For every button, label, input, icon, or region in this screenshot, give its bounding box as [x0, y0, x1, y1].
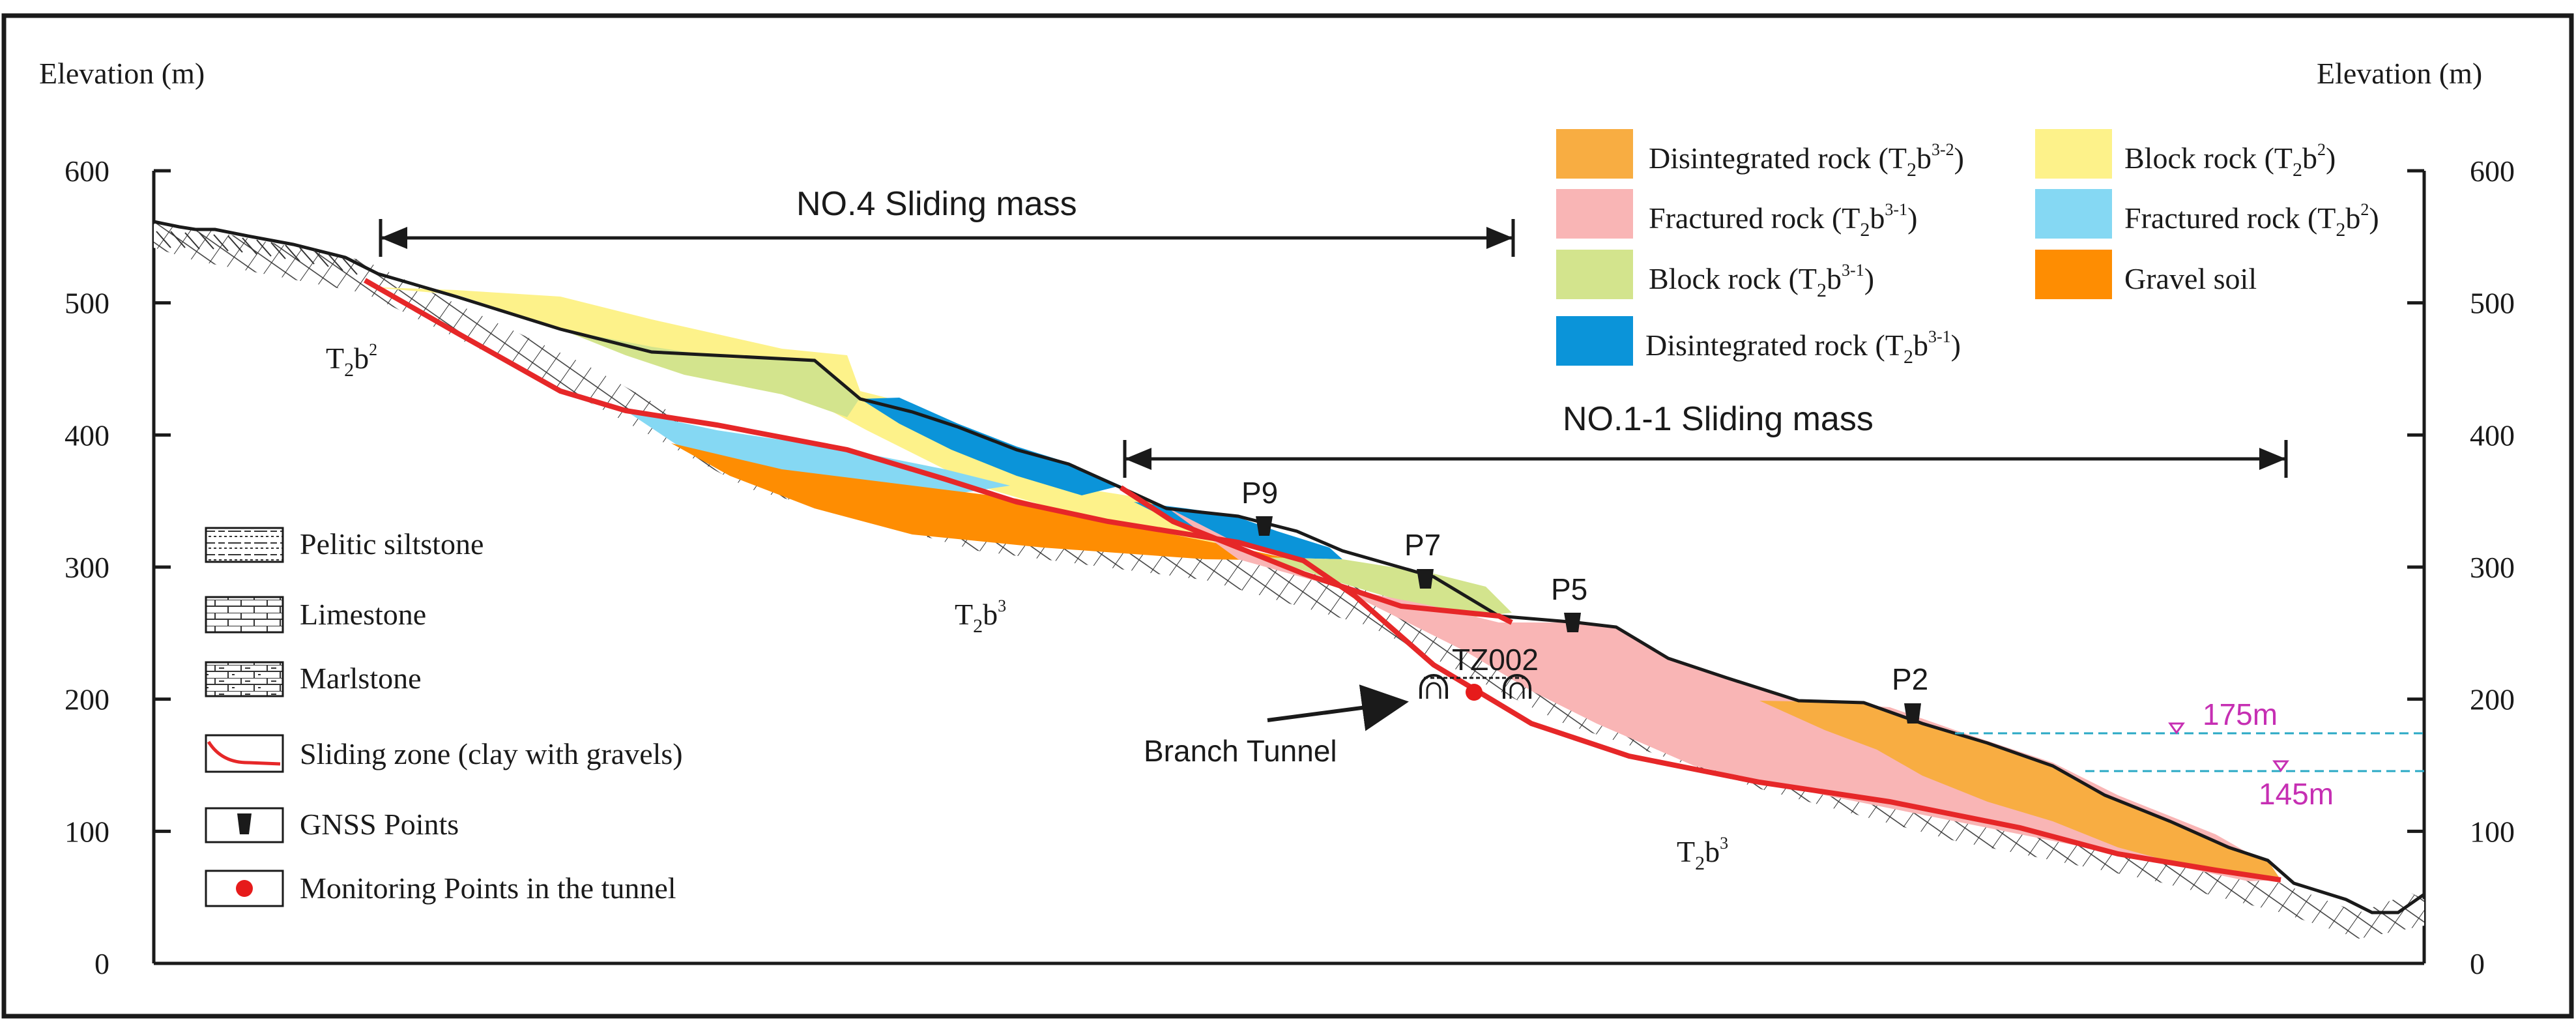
legend-marlstone: Marlstone [205, 661, 422, 697]
layer-block-rock-t2b3-1-lower [1264, 557, 1512, 618]
layer-disintegrated-rock-t2b3-1-lower [1134, 502, 1342, 559]
legend-sliding-zone: Sliding zone (clay with gravels) [205, 734, 683, 773]
svg-text:Disintegrated rock (T2b3-2): Disintegrated rock (T2b3-2) [1649, 140, 1964, 181]
legend-item-block-rock-t2b2: Block rock (T2b2) [2035, 129, 2336, 181]
legend-top: Disintegrated rock (T2b3-2) Block rock (… [1556, 129, 2379, 368]
stratum-label-t2b3-left: T2b3 [955, 596, 1006, 637]
left-axis-tick-label: 300 [65, 551, 109, 584]
legend-item-fractured-rock-t2b3-1: Fractured rock (T2b3-1) [1556, 189, 1917, 241]
gnss-point-p9: P9 [1241, 476, 1278, 536]
bedrock-band [154, 222, 2424, 939]
no11-sliding-mass-label: NO.1-1 Sliding mass [1563, 400, 1874, 438]
water-level-175: 175m [1955, 697, 2424, 735]
layer-gravel-soil [671, 443, 1297, 561]
legend-item-disintegrated-rock-t2b3-1: Disintegrated rock (T2b3-1) [1556, 316, 1961, 368]
svg-text:T2b3: T2b3 [1677, 834, 1728, 874]
svg-text:T2b2: T2b2 [326, 340, 377, 381]
svg-text:Gravel soil: Gravel soil [2124, 262, 2257, 295]
tz002-label: TZ002 [1452, 643, 1539, 677]
legend-monitoring-points: Monitoring Points in the tunnel [205, 870, 676, 907]
svg-text:Fractured rock (T2b3-1): Fractured rock (T2b3-1) [1649, 200, 1917, 241]
svg-text:Block rock (T2b3-1): Block rock (T2b3-1) [1649, 261, 1874, 301]
layer-block-rock-t2b2 [365, 287, 1238, 554]
legend-left: Pelitic siltstone Limestone Marlstone Sl… [205, 527, 683, 907]
layer-block-rock-t2b3-1-upper [560, 329, 860, 417]
right-axis-tick-label: 400 [2470, 418, 2515, 452]
figure-frame [1, 13, 2574, 1019]
svg-text:Sliding zone (clay with gravel: Sliding zone (clay with gravels) [300, 737, 683, 770]
left-axis-tick-label: 400 [65, 418, 109, 452]
svg-text:P7: P7 [1404, 528, 1441, 562]
svg-text:P2: P2 [1892, 662, 1928, 696]
branch-tunnel-arrow [1267, 684, 1409, 731]
left-axis-tick-label: 200 [65, 683, 109, 716]
svg-text:Fractured rock (T2b2): Fractured rock (T2b2) [2124, 200, 2379, 241]
branch-tunnel-label: Branch Tunnel [1144, 734, 1337, 768]
svg-text:Block rock (T2b2): Block rock (T2b2) [2124, 140, 2336, 181]
stratum-label-t2b2: T2b2 [326, 340, 377, 381]
svg-text:Marlstone: Marlstone [300, 662, 422, 695]
left-axis-title: Elevation (m) [39, 57, 205, 90]
right-axis-tick-label: 200 [2470, 683, 2515, 716]
gnss-point-p5: P5 [1551, 572, 1587, 632]
sliding-zone-no4 [364, 278, 2281, 883]
layer-disintegrated-rock-t2b3-1-upper [860, 398, 1121, 495]
legend-pelitic-siltstone: Pelitic siltstone [205, 527, 484, 563]
water-level-145: 145m [2085, 760, 2424, 811]
left-axis-tick-label: 500 [65, 287, 109, 320]
left-axis-tick-label: 0 [94, 947, 109, 980]
svg-text:Disintegrated rock (T2b3-1): Disintegrated rock (T2b3-1) [1645, 327, 1961, 368]
right-axis-tick-label: 300 [2470, 551, 2515, 584]
ground-surface [153, 220, 2425, 914]
legend-gnss-points: GNSS Points [205, 807, 459, 843]
legend-item-gravel-soil: Gravel soil [2035, 250, 2257, 299]
svg-text:P9: P9 [1241, 476, 1278, 510]
svg-text:Pelitic siltstone: Pelitic siltstone [300, 527, 484, 561]
left-axis-tick-label: 100 [65, 815, 109, 848]
gnss-point-p2: P2 [1892, 662, 1928, 724]
monitoring-point-tz002 [1466, 684, 1483, 701]
legend-item-block-rock-t2b3-1: Block rock (T2b3-1) [1556, 250, 1874, 301]
layer-fractured-rock-t2b2 [626, 411, 1010, 495]
no11-sliding-mass-span [1123, 440, 2288, 478]
left-axis: 0 100 200 300 400 500 600 [65, 154, 171, 980]
right-axis-tick-label: 500 [2470, 287, 2515, 320]
gnss-point-p7: P7 [1404, 528, 1441, 589]
right-axis-tick-label: 600 [2470, 154, 2515, 188]
outcrop-hatching-left [156, 231, 358, 275]
branch-tunnel [1419, 674, 1531, 699]
right-axis: 0 100 200 300 400 500 600 [2407, 154, 2515, 980]
left-axis-tick-label: 600 [65, 154, 109, 188]
legend-limestone: Limestone [205, 596, 426, 634]
legend-item-disintegrated-rock-t2b3-2: Disintegrated rock (T2b3-2) [1556, 129, 1964, 181]
layer-disintegrated-rock-t2b3-2 [1759, 701, 2281, 880]
svg-text:Limestone: Limestone [300, 598, 426, 631]
svg-text:145m: 145m [2259, 777, 2334, 811]
right-axis-title: Elevation (m) [2317, 57, 2482, 90]
svg-text:GNSS Points: GNSS Points [300, 808, 459, 841]
svg-text:P5: P5 [1551, 572, 1587, 606]
no4-sliding-mass-span [379, 219, 1515, 257]
sliding-zone-no11 [1119, 485, 1513, 625]
svg-text:T2b3: T2b3 [955, 596, 1006, 637]
stratum-label-t2b3-right: T2b3 [1677, 834, 1728, 874]
svg-text:Monitoring Points in the tunne: Monitoring Points in the tunnel [300, 871, 676, 905]
right-axis-tick-label: 0 [2470, 947, 2485, 980]
no4-sliding-mass-label: NO.4 Sliding mass [796, 185, 1077, 223]
legend-item-fractured-rock-t2b2: Fractured rock (T2b2) [2035, 189, 2379, 241]
svg-text:175m: 175m [2203, 697, 2278, 731]
right-axis-tick-label: 100 [2470, 815, 2515, 848]
